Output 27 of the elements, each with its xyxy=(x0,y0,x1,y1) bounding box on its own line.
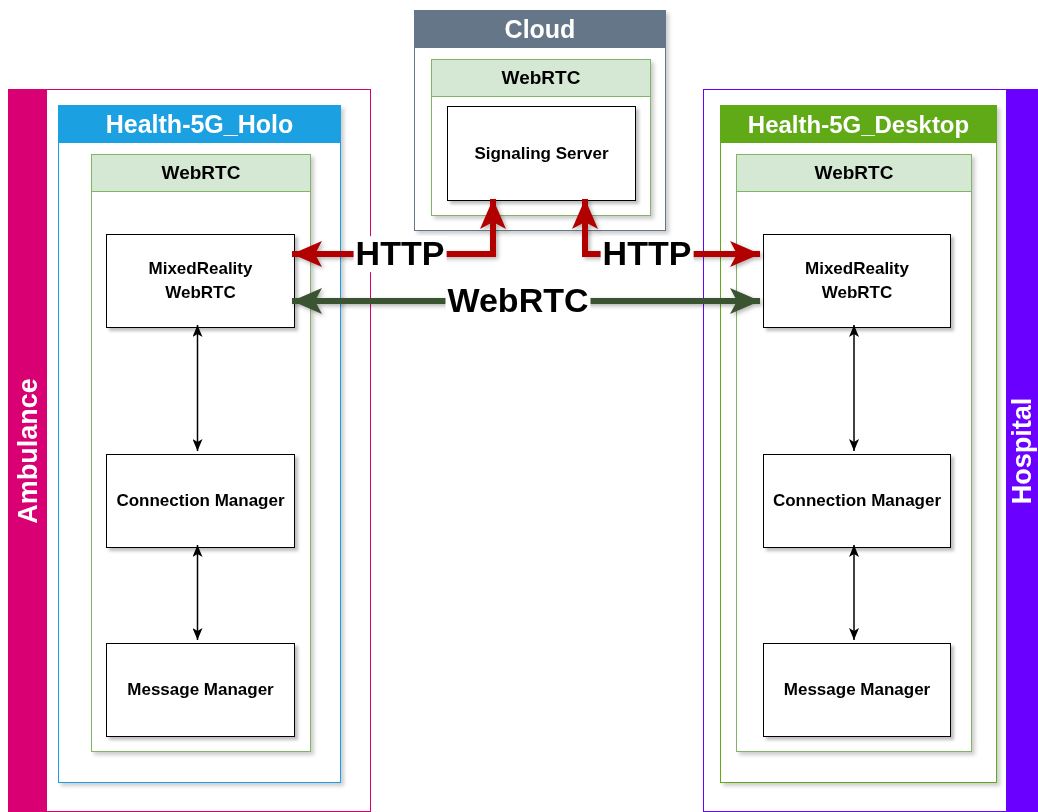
component-container xyxy=(414,10,666,231)
swimlane xyxy=(703,89,1038,812)
swimlane-title: Ambulance xyxy=(12,377,44,524)
swimlane-title: Hospital xyxy=(1006,397,1037,504)
module-title: WebRTC xyxy=(161,162,241,184)
module-title: WebRTC xyxy=(814,162,894,184)
component-box: MixedReality WebRTC xyxy=(106,234,295,328)
arrow xyxy=(192,544,203,641)
component-container xyxy=(720,105,997,783)
component-box: Message Manager xyxy=(763,643,951,737)
component-box: Message Manager xyxy=(106,643,295,737)
module-container xyxy=(91,154,311,752)
arrow xyxy=(849,544,859,641)
module-container xyxy=(431,59,651,216)
module-title: WebRTC xyxy=(501,67,581,89)
container-title: Health-5G_Desktop xyxy=(747,110,970,139)
component-box: Connection Manager xyxy=(763,454,951,548)
arrow xyxy=(192,324,203,452)
component-box: Connection Manager xyxy=(106,454,295,548)
container-title: Health-5G_Holo xyxy=(105,110,294,139)
container-title: Cloud xyxy=(504,15,576,44)
module-container xyxy=(736,154,972,752)
component-container xyxy=(58,105,341,783)
edge-label: HTTP xyxy=(353,236,447,272)
arrow xyxy=(849,324,859,452)
component-box: MixedReality WebRTC xyxy=(763,234,951,328)
component-box: Signaling Server xyxy=(447,106,636,201)
